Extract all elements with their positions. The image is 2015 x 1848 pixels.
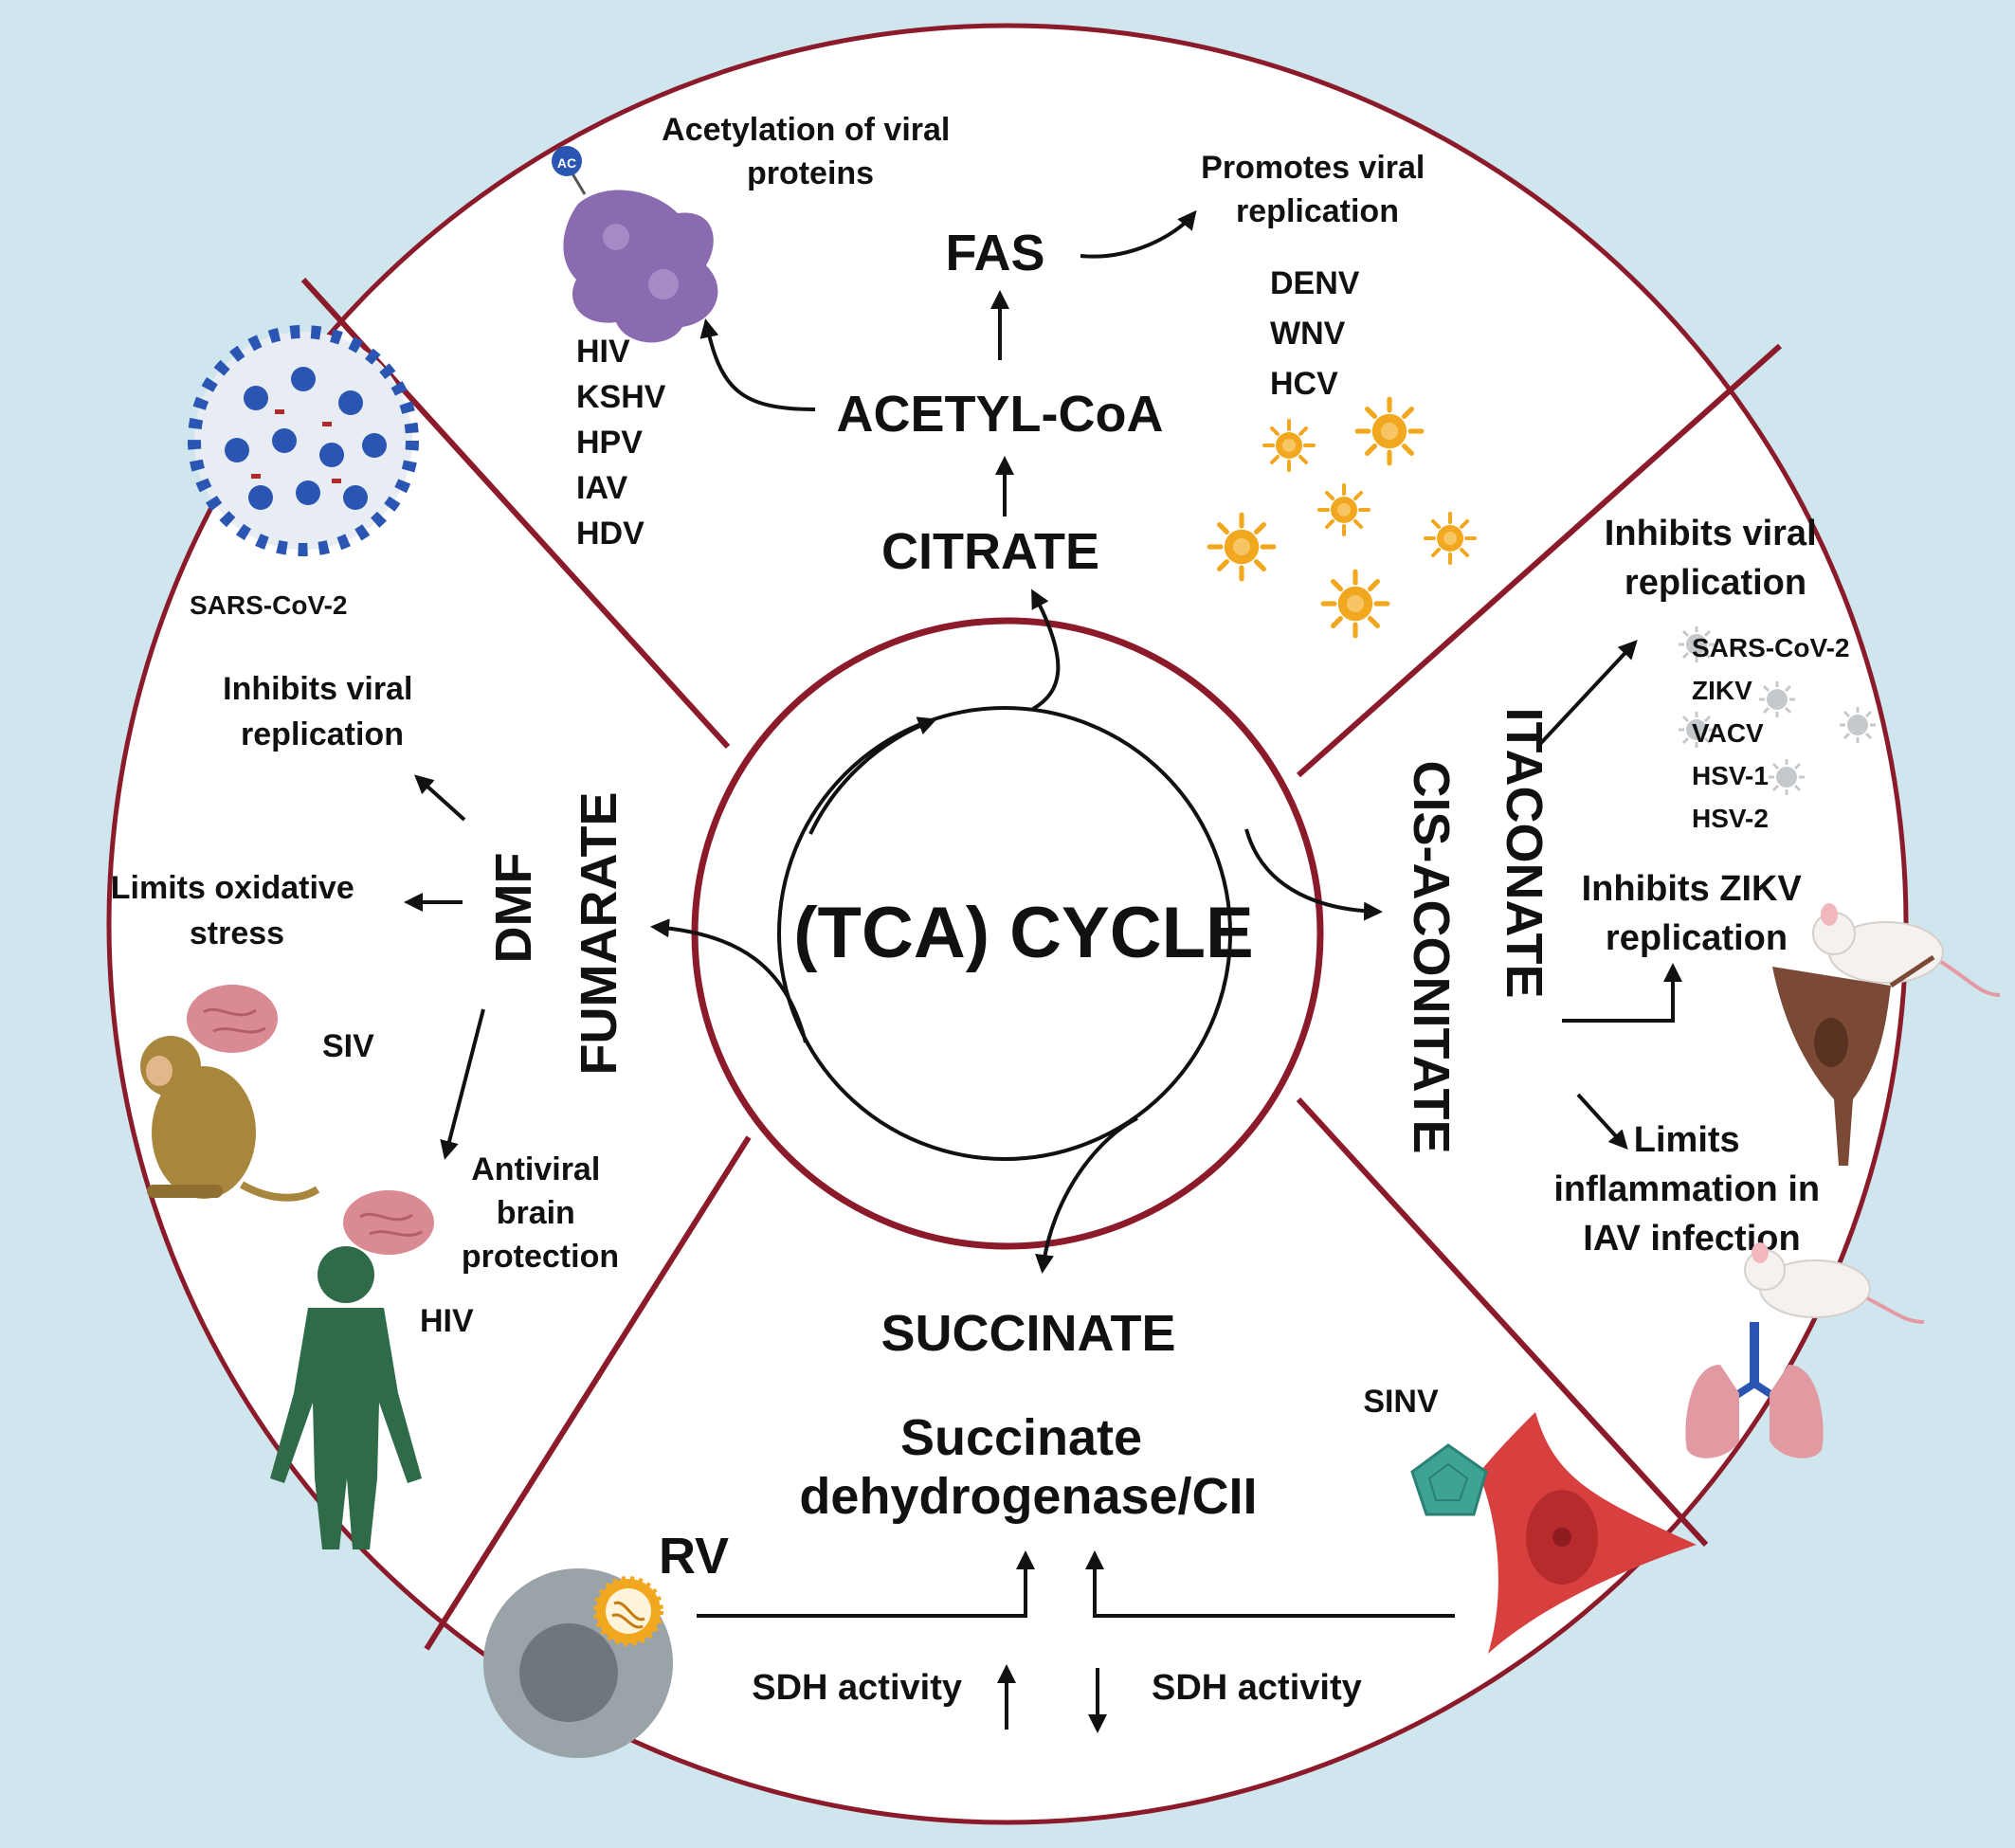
zikv-text: Inhibits ZIKV replication xyxy=(1582,869,1812,958)
fas-effect-arrow xyxy=(1080,209,1197,259)
to-cis-aconitate-arrow xyxy=(1244,828,1383,921)
mouse-icon xyxy=(1744,1242,1925,1324)
itaconate-virus-list: SARS-CoV-2 ZIKV VACV HSV-1 HSV-2 xyxy=(1692,633,1849,833)
sinv-virus-icon xyxy=(1410,1443,1488,1516)
sars-cov-2-icon xyxy=(188,325,419,556)
virus-item: KSHV xyxy=(576,379,666,415)
sdh-down-label: SDH activity xyxy=(1152,1668,1362,1708)
fas-label: FAS xyxy=(945,225,1044,281)
sdh-up-label: SDH activity xyxy=(752,1668,962,1708)
acetyl-coa-label: ACETYL-CoA xyxy=(837,386,1164,443)
virus-item: ZIKV xyxy=(1692,676,1752,705)
protein-icon: AC xyxy=(552,146,718,343)
to-citrate-arrow xyxy=(1031,589,1061,711)
monkey-icon xyxy=(140,1036,320,1202)
virus-icon xyxy=(1757,679,1797,719)
zikv-arrow xyxy=(1562,963,1682,1023)
virus-item: WNV xyxy=(1270,316,1346,352)
itaconate-label: ITACONATE xyxy=(1496,708,1552,999)
citrate-label: CITRATE xyxy=(881,523,1099,580)
dmf-inhibits-arrow xyxy=(414,774,466,822)
dmf-inhibits-text: Inhibits viral replication xyxy=(223,671,422,752)
cis-aconitate-label: CIS-ACONITATE xyxy=(1403,761,1460,1154)
acetylcoa-to-acetylation-arrow xyxy=(699,318,816,411)
sinv-label: SINV xyxy=(1363,1384,1439,1420)
virus-icon xyxy=(1323,571,1388,636)
itaconate-inhibits-arrow xyxy=(1538,640,1638,746)
acetylation-text: Acetylation of viral proteins xyxy=(662,112,959,191)
virus-icon xyxy=(1209,515,1274,579)
virus-icon xyxy=(1262,419,1316,472)
rv-cell-icon xyxy=(483,1568,673,1758)
virus-item: HSV-1 xyxy=(1692,761,1769,790)
rv-to-sdh-arrow xyxy=(697,1550,1035,1618)
acetylation-virus-list: HIV KSHV HPV IAV HDV xyxy=(576,334,666,552)
to-succinate-arrow xyxy=(1035,1116,1138,1274)
dmf-brain-arrow xyxy=(440,1008,485,1160)
virus-icon xyxy=(1357,399,1422,463)
sinv-to-sdh-arrow xyxy=(1085,1550,1455,1618)
virus-item: HDV xyxy=(576,516,644,552)
lungs-icon xyxy=(1685,1322,1824,1458)
fas-virus-list: DENV WNV HCV xyxy=(1270,265,1360,402)
succinate-label: SUCCINATE xyxy=(880,1305,1175,1362)
virus-icon xyxy=(1317,483,1371,536)
brain-protection-text: Antiviral brain protection xyxy=(462,1151,619,1275)
virus-item: VACV xyxy=(1692,718,1764,748)
to-fumarate-arrow xyxy=(650,918,808,1043)
fas-effect-text: Promotes viral replication xyxy=(1201,150,1434,229)
itaconate-inhibits-text: Inhibits viral replication xyxy=(1605,514,1826,603)
virus-item: HPV xyxy=(576,425,643,461)
virus-icon xyxy=(1838,705,1878,745)
dmf-label: DMF xyxy=(485,853,542,964)
virus-item: DENV xyxy=(1270,265,1360,301)
virus-icon xyxy=(1767,757,1806,797)
virus-item: SARS-CoV-2 xyxy=(1692,633,1849,662)
fumarate-label: FUMARATE xyxy=(571,792,627,1076)
sars-cov-2-label: SARS-CoV-2 xyxy=(190,590,347,620)
brain-icon xyxy=(343,1190,434,1255)
acetyl-tag-text: AC xyxy=(557,155,576,171)
virus-icon xyxy=(1424,512,1477,565)
virus-item: IAV xyxy=(576,470,627,506)
brain-icon xyxy=(187,985,278,1053)
tca-cycle-loop xyxy=(777,706,1232,1161)
dmf-oxidative-text: Limits oxidative stress xyxy=(111,870,363,951)
neuron-icon xyxy=(1772,954,1935,1166)
rv-label: RV xyxy=(659,1528,729,1585)
cycle-branch-arrows xyxy=(650,589,1383,1274)
virus-item: HSV-2 xyxy=(1692,804,1769,833)
center-title: (TCA) CYCLE xyxy=(793,893,1254,973)
acetyl-tag-icon xyxy=(552,146,582,176)
sinv-cell-icon xyxy=(1479,1412,1697,1654)
inflammation-arrow xyxy=(1576,1093,1628,1150)
sdh-text: Succinate dehydrogenase/CII xyxy=(799,1409,1257,1525)
virus-item: HIV xyxy=(576,334,630,370)
virus-item: HCV xyxy=(1270,366,1338,402)
hiv-label: HIV xyxy=(420,1303,474,1339)
human-icon xyxy=(270,1246,422,1549)
siv-label: SIV xyxy=(322,1028,374,1064)
cycle-arrow xyxy=(808,716,937,835)
